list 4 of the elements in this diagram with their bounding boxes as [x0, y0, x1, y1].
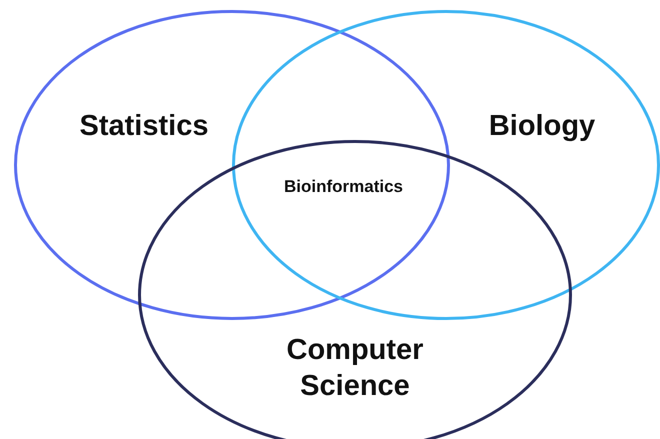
circle-label: Biology: [488, 109, 596, 144]
circle-label: Computer Science: [286, 333, 424, 404]
circle-label: Statistics: [78, 109, 210, 144]
overlap-label: Bioinformatics: [282, 176, 404, 198]
